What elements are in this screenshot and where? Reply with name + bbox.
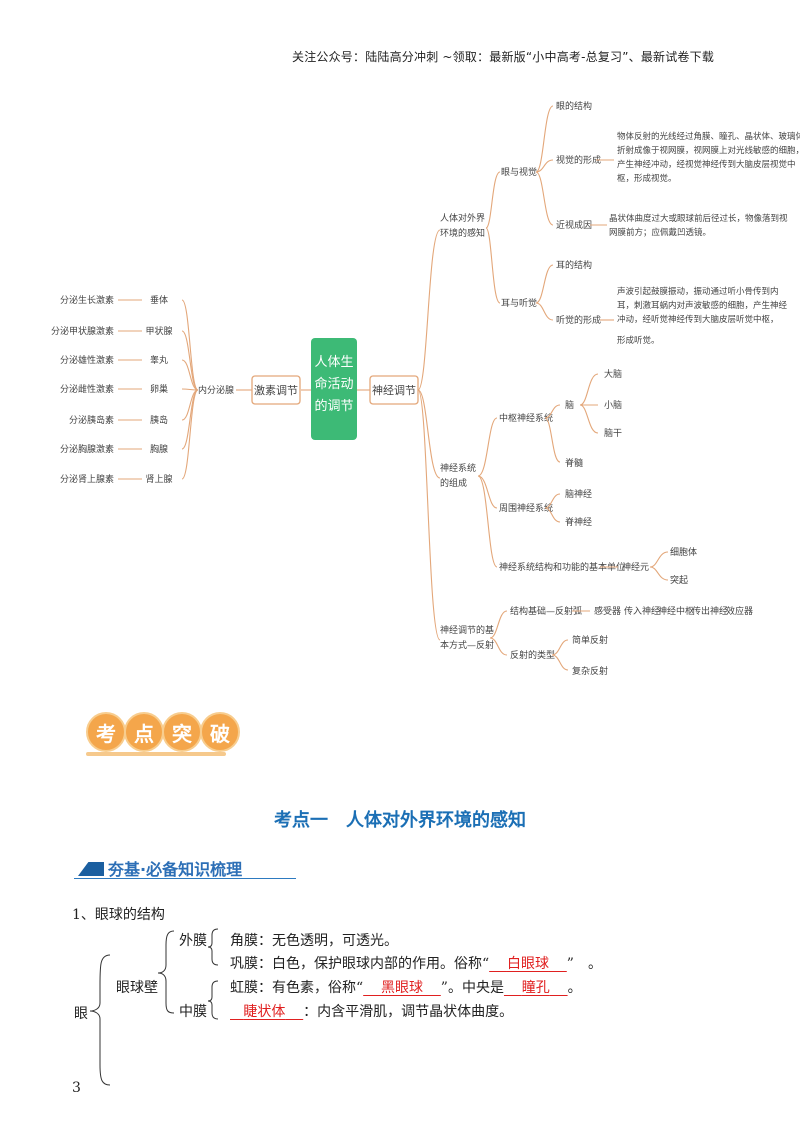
spinal-nerve: 脊神经	[565, 516, 592, 528]
ear-structure: 耳的结构	[556, 259, 592, 271]
myopia: 近视成因	[556, 219, 592, 231]
gland-3: 睾丸	[150, 354, 168, 366]
sclera-text: 巩膜：白色，保护眼球内部的作用。俗称“	[230, 956, 490, 972]
hormone-label: 激素调节	[254, 383, 298, 397]
hormone-2: 分泌甲状腺激素	[51, 325, 114, 337]
hormone-3: 分泌雄性激素	[60, 354, 114, 366]
neural-label: 神经调节	[372, 383, 416, 397]
gland-1: 垂体	[150, 294, 168, 306]
center-node	[311, 338, 357, 440]
cerebrum: 大脑	[604, 368, 622, 380]
iris-answer: 黑眼球	[380, 980, 423, 996]
neuron: 神经元	[622, 561, 649, 573]
pns: 周围神经系统	[499, 502, 553, 514]
iris-text: 虹膜：有色素，俗称“	[230, 980, 364, 996]
reflex-way-2: 本方式—反射	[440, 639, 494, 651]
endocrine-label: 内分泌腺	[198, 384, 234, 396]
simple-reflex: 简单反射	[572, 634, 608, 646]
center-line-3: 的调节	[314, 398, 353, 414]
middle-layer-label: 中膜	[179, 1004, 207, 1020]
hormone-1: 分泌生长激素	[60, 294, 114, 306]
cornea-line: 角膜：无色透明，可透光。	[230, 933, 398, 949]
section-title: 夯基·必备知识梳理	[108, 860, 243, 879]
item-1-title: 1、眼球的结构	[72, 907, 165, 923]
brainstem: 脑干	[604, 427, 622, 439]
hormone-4: 分泌雌性激素	[60, 383, 114, 395]
process: 突起	[670, 574, 688, 586]
badge-char-4: 破	[200, 712, 240, 752]
arc-part-4: 传出神经	[692, 605, 728, 617]
section-marker	[78, 862, 104, 876]
gland-7: 肾上腺	[145, 473, 172, 485]
cerebellum: 小脑	[604, 399, 622, 411]
cns: 中枢神经系统	[499, 412, 553, 424]
badge-char-1: 考	[86, 712, 126, 752]
topic-title: 考点一 人体对外界环境的感知	[274, 810, 526, 831]
badge-char-3: 突	[162, 712, 202, 752]
pupil-answer: 瞳孔	[521, 980, 550, 996]
ns-line-2: 的组成	[440, 477, 467, 489]
badge-char-2: 点	[124, 712, 164, 752]
perception-line-1: 人体对外界	[440, 212, 485, 224]
cranial-nerve: 脑神经	[565, 488, 592, 500]
arc-part-3: 神经中枢	[658, 605, 694, 617]
eye-structure: 眼的结构	[556, 100, 592, 112]
hearing-formation: 听觉的形成	[556, 314, 601, 326]
sclera-answer: 白眼球	[506, 956, 549, 972]
spinal-cord: 脊髓	[565, 457, 583, 469]
iris-end: 。	[567, 980, 582, 996]
gland-6: 胸腺	[150, 443, 168, 455]
hearing-desc-1: 声波引起鼓膜振动，振动通过听小骨传到内	[617, 286, 779, 297]
eye-vision: 眼与视觉	[501, 166, 537, 178]
eye-label: 眼	[74, 1006, 88, 1022]
cell-body: 细胞体	[670, 546, 697, 558]
eyeball-wall-label: 眼球壁	[116, 980, 158, 996]
vision-desc-2: 折射成像于视网膜，视网膜上对光线敏感的细胞，	[617, 145, 800, 156]
section-header: 夯基·必备知识梳理	[74, 856, 296, 879]
perception-line-2: 环境的感知	[440, 227, 485, 239]
basic-unit: 神经系统结构和功能的基本单位	[499, 561, 625, 573]
vision-formation: 视觉的形成	[556, 154, 601, 166]
vision-desc-3: 产生神经冲动，经视觉神经传到大脑皮层视觉中	[617, 159, 796, 170]
gland-5: 胰岛	[150, 414, 168, 426]
arc-part-1: 感受器	[594, 605, 621, 617]
hormone-7: 分泌肾上腺素	[60, 473, 114, 485]
iris-mid: ”。中央是	[440, 980, 504, 996]
myopia-desc-1: 晶状体曲度过大或眼球前后径过长，物像落到视	[609, 213, 788, 224]
sclera-line: 巩膜：白色，保护眼球内部的作用。俗称“ 白眼球 ” 。	[230, 953, 602, 973]
reflex-arc: 结构基础—反射弧	[510, 605, 582, 617]
gland-4: 卵巢	[150, 383, 168, 395]
vision-desc-1: 物体反射的光线经过角膜、瞳孔、晶状体、玻璃体，	[617, 131, 800, 142]
ear-hearing: 耳与听觉	[501, 298, 537, 309]
reflex-way-1: 神经调节的基	[440, 624, 494, 636]
arc-part-2: 传入神经	[624, 605, 660, 617]
ciliary-answer: 睫状体	[243, 1004, 286, 1020]
center-line-1: 人体生	[314, 355, 353, 370]
ns-line-1: 神经系统	[440, 462, 476, 474]
ciliary-text: ：内含平滑肌，调节晶状体曲度。	[303, 1004, 514, 1020]
reflex-types: 反射的类型	[510, 649, 555, 661]
vision-desc-4: 枢，形成视觉。	[617, 173, 677, 184]
center-line-2: 命活动	[314, 376, 353, 392]
complex-reflex: 复杂反射	[572, 665, 608, 677]
structure-brackets	[89, 928, 219, 1086]
hormone-6: 分泌胸腺激素	[60, 443, 114, 455]
page-number: 3	[72, 1080, 81, 1096]
brain: 脑	[565, 399, 574, 411]
page-header: 关注公众号：陆陆高分冲刺 ~领取：最新版“小中高考-总复习”、最新试卷下载	[292, 50, 715, 64]
myopia-desc-2: 网膜前方；应佩戴凹透镜。	[609, 227, 711, 238]
arc-part-5: 效应器	[726, 605, 753, 617]
hearing-desc-3: 冲动，经听觉神经传到大脑皮层听觉中枢，	[617, 314, 779, 325]
iris-line: 虹膜：有色素，俗称“ 黑眼球 ”。中央是 瞳孔 。	[230, 977, 582, 997]
ciliary-line: 睫状体 ：内含平滑肌，调节晶状体曲度。	[230, 1001, 513, 1021]
badge-underline	[86, 752, 226, 756]
outer-layer-label: 外膜	[179, 933, 207, 949]
sclera-end: ” 。	[566, 956, 602, 972]
hearing-desc-4: 形成听觉。	[617, 335, 660, 346]
hearing-desc-2: 耳，刺激耳蜗内对声波敏感的细胞，产生神经	[617, 300, 788, 311]
hormone-5: 分泌胰岛素	[69, 414, 114, 426]
gland-2: 甲状腺	[145, 325, 172, 337]
